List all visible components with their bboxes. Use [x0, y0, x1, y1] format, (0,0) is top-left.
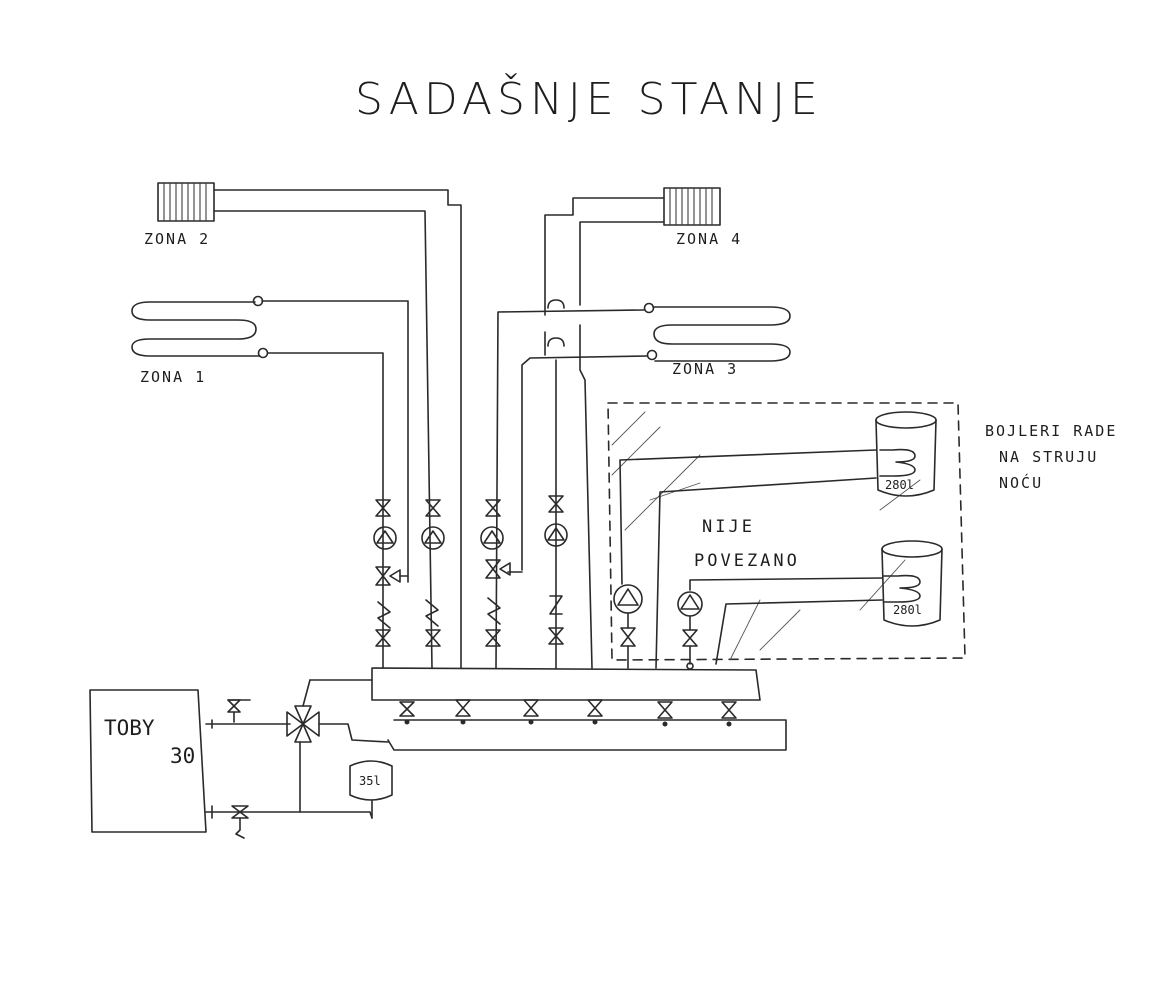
zone-4-ball-valve-top [549, 496, 563, 512]
zone-1-pipes [262, 301, 408, 668]
zone-2-pipes [214, 190, 461, 668]
boilers-note-line-2: NA STRUJU [999, 448, 1099, 466]
zone-1-floor-heating-coil [132, 297, 268, 358]
boiler-circuit-1-pump [614, 585, 642, 613]
zone-3-pump [481, 527, 503, 549]
zone-2-pump [422, 527, 444, 549]
zone-2-label: ZONA 2 [144, 230, 211, 248]
boiler-circuit-1-ball-valve [621, 613, 635, 668]
zone-1-ball-valve-bottom [376, 630, 390, 646]
boiler-bottom-tank [882, 541, 942, 626]
zone-4-radiator [664, 188, 720, 225]
heater-toby-30-body [90, 690, 206, 832]
zone-1-check-valve [378, 602, 390, 628]
heater-number-label: 30 [170, 744, 196, 768]
zone-2-ball-valve-top [426, 500, 440, 516]
zone-2-radiator [158, 183, 214, 221]
zone-3-label: ZONA 3 [672, 360, 739, 378]
boiler-circuit-2-pump [678, 592, 702, 616]
boiler-bottom-pipes [690, 578, 882, 664]
zone-3-ball-valve-bottom [486, 630, 500, 646]
boilers-note: BOJLERI RADE NA STRUJU NOĆU [985, 418, 1117, 496]
boiler-bottom-capacity: 280l [893, 603, 922, 617]
heater-supply-line [206, 700, 290, 728]
zone-1-mixing-valve [376, 567, 408, 585]
boiler-circuit-2-ball-valve [683, 616, 697, 669]
zone-2-check-valve [426, 600, 438, 626]
boiler-top-tank [876, 412, 936, 496]
supply-manifold [372, 668, 760, 700]
zone-1-label: ZONA 1 [140, 368, 207, 386]
boiler-top-capacity: 280l [885, 478, 914, 492]
zone-3-floor-heating-coil [645, 304, 791, 362]
heater-return-line [206, 806, 372, 838]
zone-4-pipes [545, 198, 664, 668]
page-title: SADAŠNJE STANJE [355, 74, 823, 125]
zone-1-pump [374, 527, 396, 549]
return-manifold [388, 720, 786, 750]
not-connected-label: NIJE POVEZANO [694, 510, 800, 578]
zone-2-ball-valve-bottom [426, 630, 440, 646]
heater-model-label: TOBY [104, 716, 155, 740]
zone-3-check-valve [488, 598, 500, 624]
boiler-top-pipes [620, 450, 876, 668]
not-connected-line-1: NIJE [702, 517, 755, 537]
zone-3-mixing-valve [486, 560, 510, 578]
buffer-tank [350, 761, 392, 818]
three-way-mixing-valve [287, 680, 388, 812]
zone-4-pump [545, 524, 567, 546]
zone-3-ball-valve-top [486, 500, 500, 516]
zone-1-ball-valve-top [376, 500, 390, 516]
zone-4-label: ZONA 4 [676, 230, 743, 248]
zone-4-check-valve [550, 596, 562, 614]
manifold-return-valves [400, 700, 736, 727]
buffer-tank-capacity: 35l [359, 774, 381, 788]
not-connected-line-2: POVEZANO [694, 551, 800, 571]
zone-4-ball-valve-bottom [549, 628, 563, 644]
boilers-note-line-3: NOĆU [999, 474, 1044, 492]
boilers-note-line-1: BOJLERI RADE [985, 422, 1118, 440]
